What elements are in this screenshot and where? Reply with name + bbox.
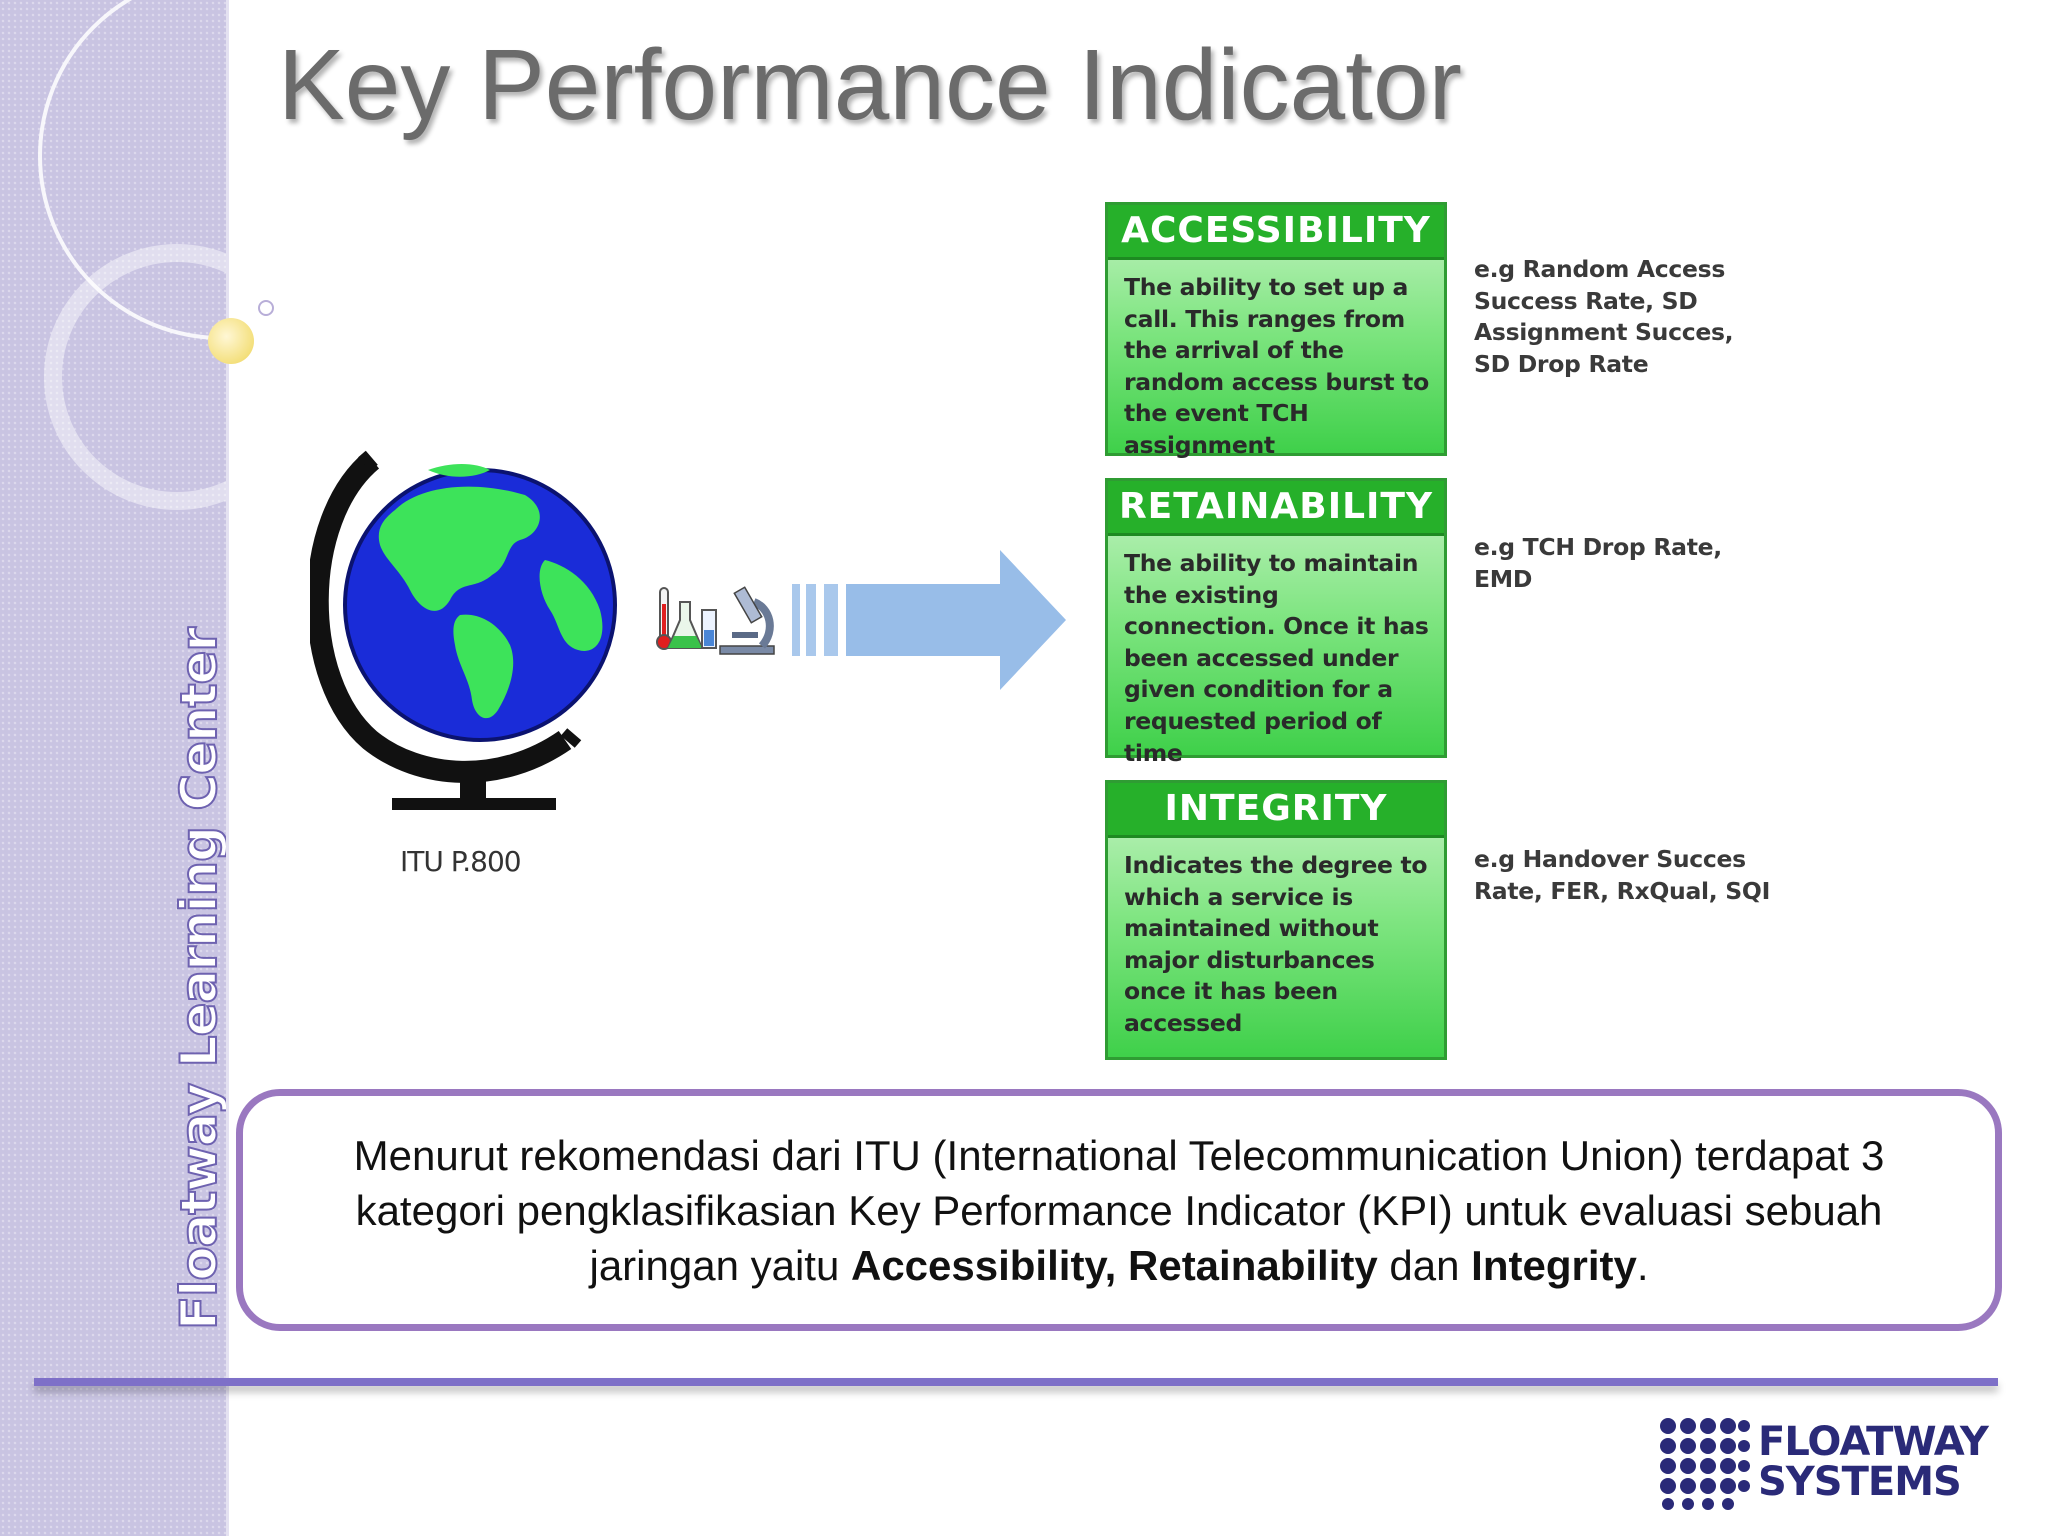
- kpi-example-retainability: e.g TCH Drop Rate, EMD: [1474, 533, 1722, 593]
- globe-icon: [310, 450, 617, 810]
- kpi-card-description: Indicates the degree to which a service …: [1124, 851, 1428, 1037]
- kpi-card-accessibility: ACCESSIBILITY The ability to set up a ca…: [1105, 202, 1447, 459]
- right-arrow-icon: [792, 550, 1066, 690]
- sidebar-divider: [226, 0, 229, 1536]
- summary-bold-integrity: Integrity: [1471, 1241, 1637, 1289]
- kpi-example-integrity: e.g Handover Succes Rate, FER, RxQual, S…: [1474, 845, 1771, 905]
- kpi-card-integrity: INTEGRITY Indicates the degree to which …: [1105, 780, 1447, 1060]
- globe-caption: ITU P.800: [400, 845, 522, 878]
- kpi-card-title: INTEGRITY: [1108, 783, 1444, 838]
- summary-box: Menurut rekomendasi dari ITU (Internatio…: [236, 1089, 2002, 1331]
- summary-text-part: .: [1636, 1241, 1649, 1289]
- footer-rule: [34, 1378, 1998, 1386]
- kpi-card-description: The ability to maintain the existing con…: [1124, 549, 1429, 767]
- decorative-ring: [44, 244, 226, 510]
- lab-equipment-icon: [656, 586, 775, 655]
- kpi-card-retainability: RETAINABILITY The ability to maintain th…: [1105, 478, 1447, 767]
- kpi-card-title: ACCESSIBILITY: [1108, 205, 1444, 260]
- microscope-icon: [719, 586, 775, 655]
- thermometer-icon: [656, 587, 672, 650]
- summary-bold-categories: Accessibility, Retainability: [850, 1241, 1378, 1289]
- summary-text: Menurut rekomendasi dari ITU (Internatio…: [283, 1128, 1955, 1293]
- decorative-dot: [208, 318, 254, 364]
- summary-text-part: Menurut rekomendasi dari ITU (Internatio…: [353, 1131, 1885, 1289]
- flask-icon: [666, 601, 717, 649]
- summary-text-part: dan: [1377, 1241, 1472, 1289]
- sidebar: Floatway Learning Center: [0, 0, 226, 1536]
- page-title: Key Performance Indicator: [278, 29, 1462, 141]
- kpi-card-description: The ability to set up a call. This range…: [1124, 273, 1429, 459]
- decorative-dot: [258, 300, 274, 316]
- kpi-card-title: RETAINABILITY: [1108, 481, 1444, 536]
- kpi-example-accessibility: e.g Random Access Success Rate, SD Assig…: [1474, 255, 1734, 378]
- logo-dots-icon: [1660, 1418, 1750, 1510]
- logo-text: FLOATWAY SYSTEMS: [1758, 1419, 1989, 1505]
- logo-text-line2: SYSTEMS: [1758, 1459, 1962, 1505]
- sidebar-brand-text: Floatway Learning Center: [169, 627, 226, 1331]
- company-logo: FLOATWAY SYSTEMS: [1656, 1414, 1989, 1510]
- logo-text-line1: FLOATWAY: [1758, 1419, 1989, 1465]
